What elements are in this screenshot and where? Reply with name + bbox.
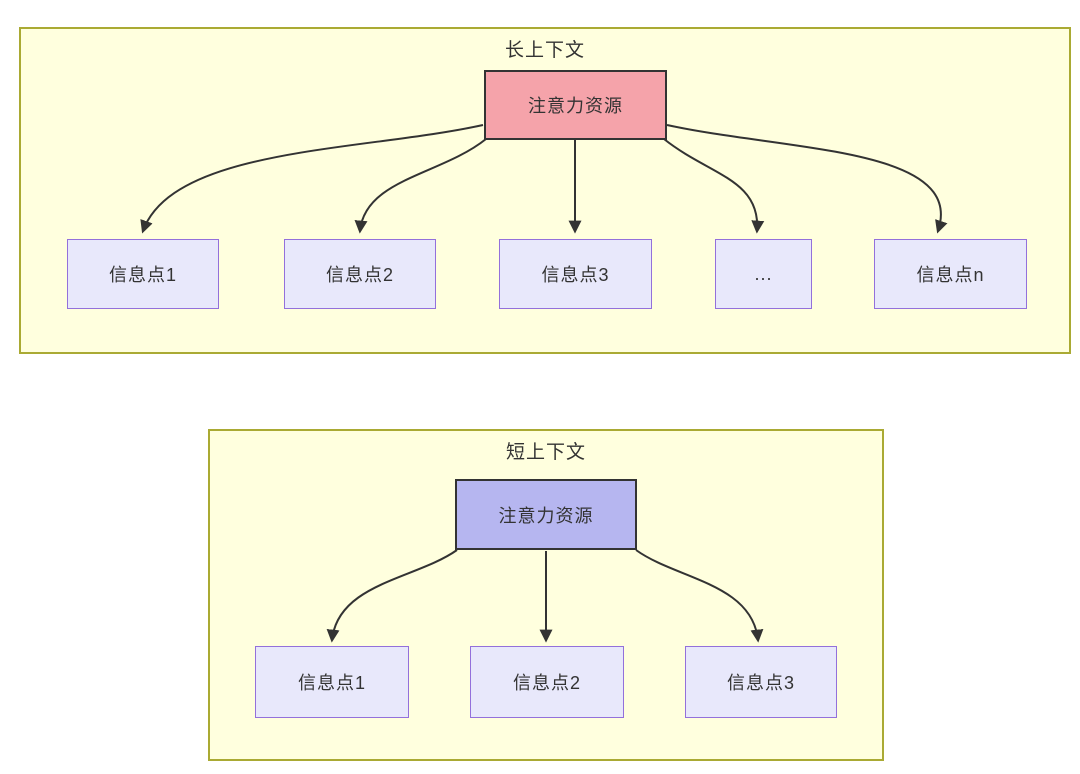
short-context-title: 短上下文 (505, 442, 586, 463)
arrow-to-info-dots (663, 138, 765, 234)
info-point-3-short: 信息点3 (685, 646, 837, 718)
node-label: ... (754, 263, 773, 284)
node-label: 信息点1 (297, 673, 366, 693)
node-label: 信息点n (916, 265, 985, 285)
node-label: 信息点2 (325, 265, 394, 285)
node-label: 信息点3 (541, 265, 610, 285)
node-label: 信息点2 (512, 673, 581, 693)
long-context-edges-layer (140, 124, 948, 234)
node-label: 注意力资源 (498, 505, 594, 526)
info-point-3-long: 信息点3 (499, 239, 652, 309)
attention-resource-node-short: 注意力资源 (455, 479, 637, 550)
arrow-to-info-1 (326, 549, 458, 643)
node-label: 信息点1 (108, 265, 177, 285)
info-point-2-short: 信息点2 (470, 646, 624, 718)
short-context-section: 短上下文 注意力资源 信息点1 信息点2 信息点3 (208, 429, 884, 761)
long-context-title: 长上下文 (504, 40, 585, 61)
info-point-1-long: 信息点1 (67, 239, 219, 309)
info-point-2-long: 信息点2 (284, 239, 436, 309)
short-context-edges-layer (326, 549, 764, 643)
arrow-to-info-1 (140, 124, 484, 234)
node-label: 注意力资源 (528, 96, 623, 116)
info-point-1-short: 信息点1 (255, 646, 409, 718)
node-label: 信息点3 (726, 673, 795, 693)
attention-resource-node-long: 注意力资源 (484, 70, 667, 140)
arrow-to-info-n (666, 124, 948, 234)
info-point-ellipsis: ... (715, 239, 812, 309)
long-context-section: 长上下文 注意力资源 信息点1 信息点2 信息点3 ... (19, 27, 1071, 354)
arrow-to-info-2 (354, 138, 487, 234)
info-point-n: 信息点n (874, 239, 1027, 309)
arrow-to-info-3 (635, 549, 764, 643)
